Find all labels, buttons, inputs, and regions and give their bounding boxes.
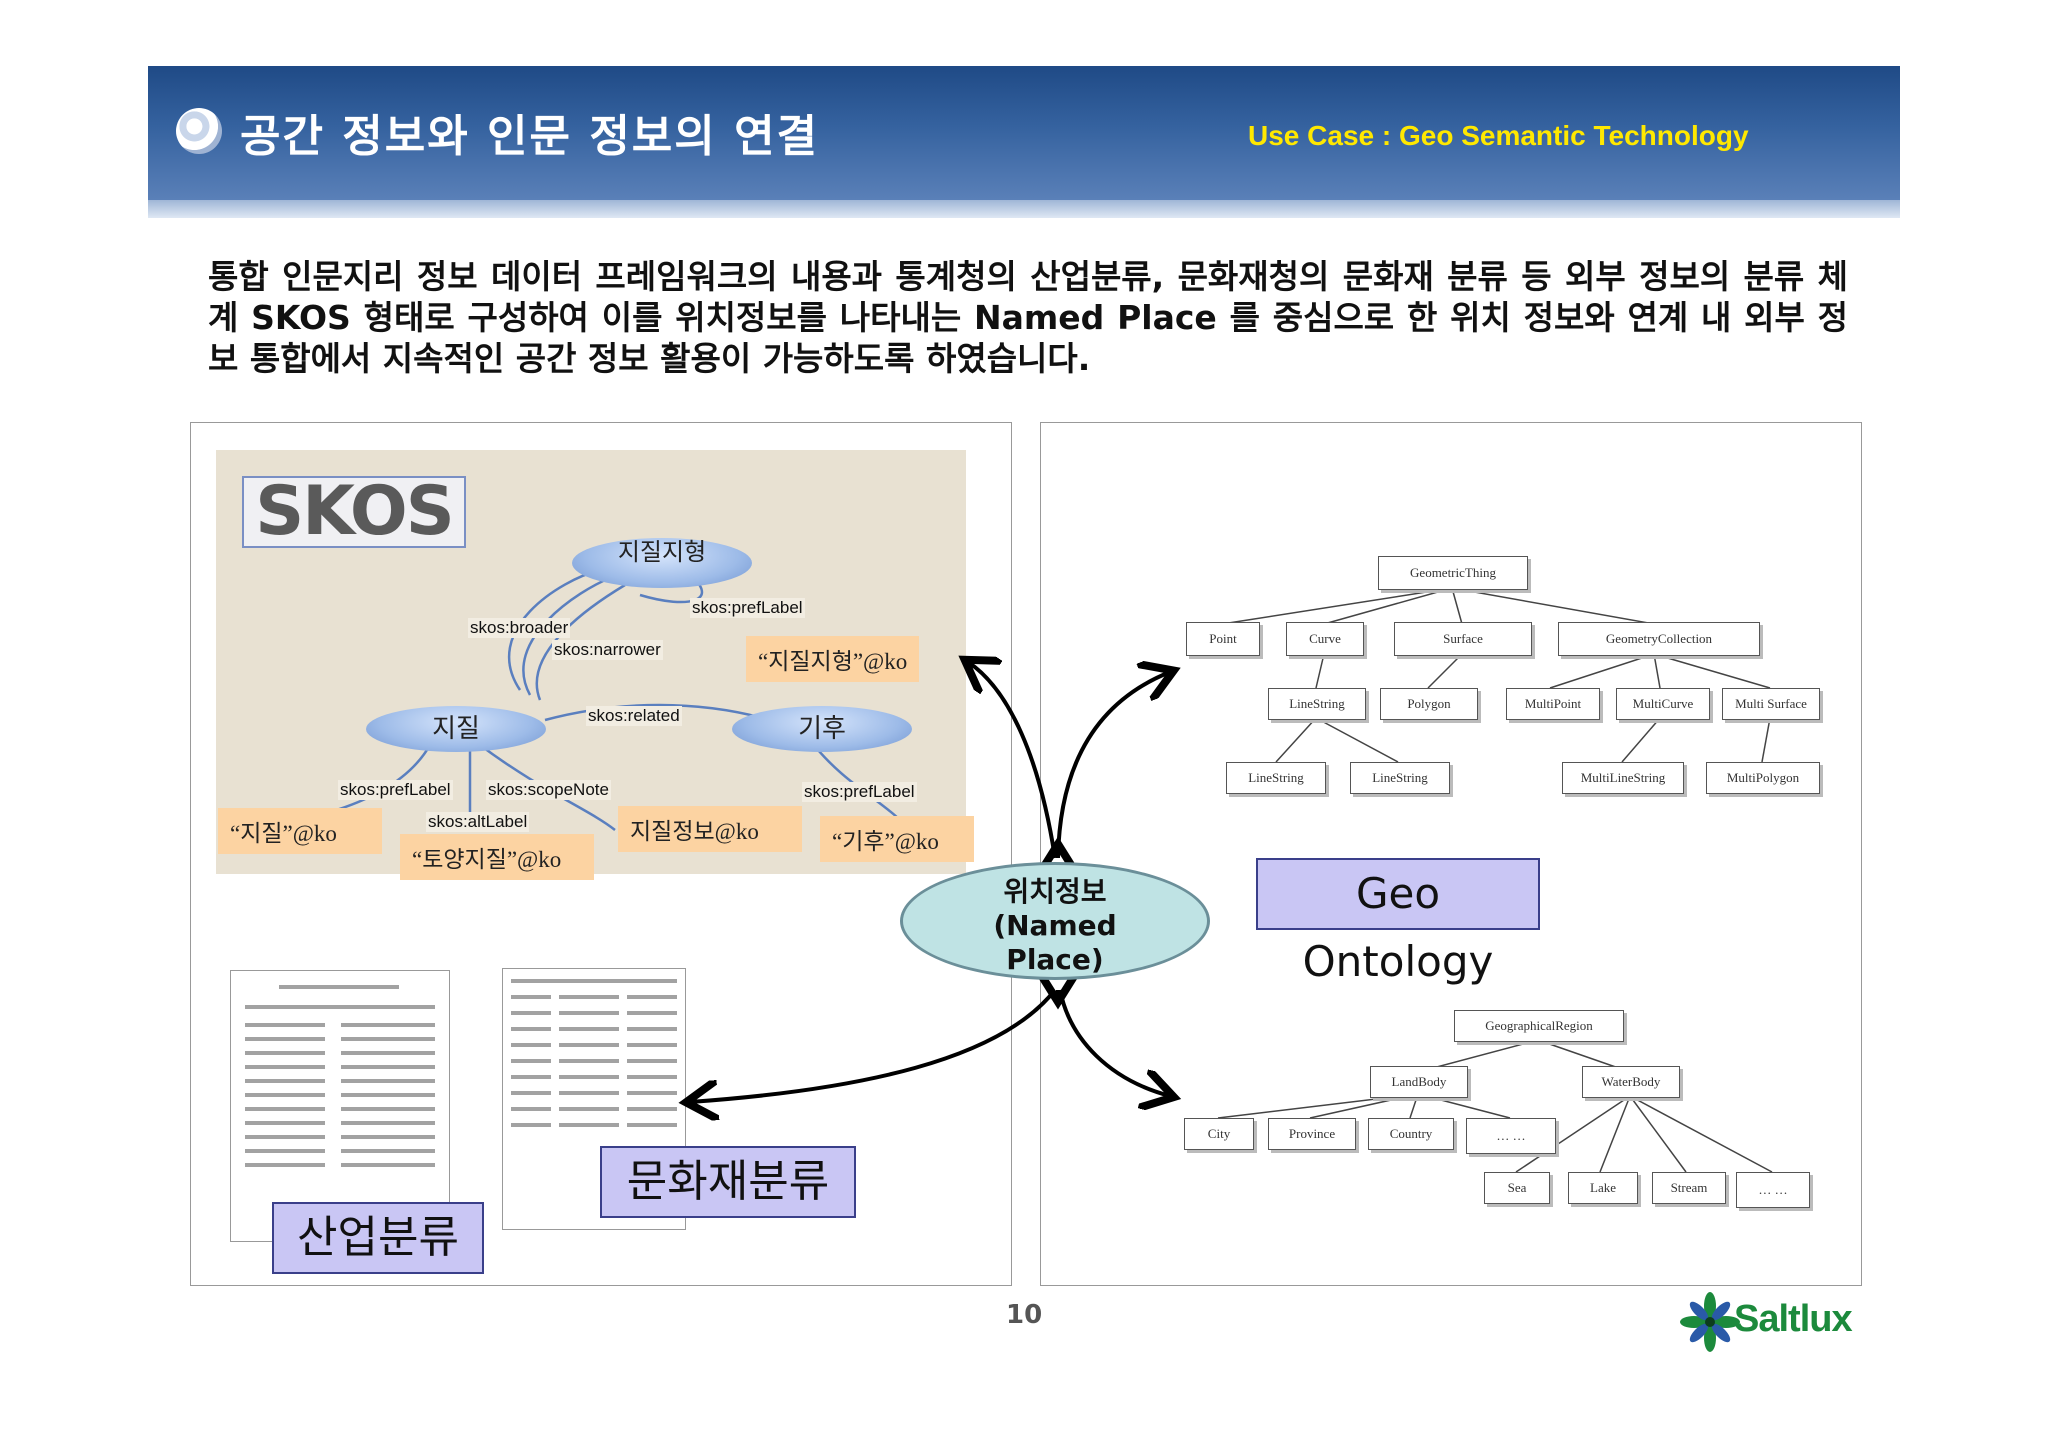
- skos-logo: SKOS: [242, 476, 466, 548]
- node-top: 지질지형: [572, 538, 752, 588]
- tree-node-multicurve: MultiCurve: [1616, 688, 1710, 720]
- node-right: 기후: [732, 706, 912, 752]
- brand-name: Saltlux: [1734, 1298, 1853, 1340]
- tree-node-linestring-a: LineString: [1226, 762, 1326, 794]
- tree-node-country: Country: [1368, 1118, 1454, 1150]
- label-alt: skos:altLabel: [426, 812, 530, 832]
- heritage-classification-label: 문화재분류: [600, 1146, 856, 1218]
- header-underline: [148, 200, 1900, 218]
- page-title: 공간 정보와 인문 정보의 연결: [240, 111, 820, 162]
- label-pref-right: skos:prefLabel: [802, 782, 917, 802]
- use-case-label: Use Case : Geo Semantic Technology: [1248, 120, 1749, 151]
- tree-node-geometricthing: GeometricThing: [1378, 556, 1528, 590]
- label-related: skos:related: [586, 706, 682, 726]
- tree-node-land-more: … …: [1466, 1118, 1556, 1154]
- named-place-line1: 위치정보: [1003, 875, 1107, 908]
- literal-top: “지질지형”@ko: [746, 636, 920, 682]
- tree-node-city: City: [1184, 1118, 1254, 1150]
- tree-node-point: Point: [1186, 622, 1260, 656]
- named-place-line2: (Named: [993, 909, 1117, 942]
- tree-node-stream: Stream: [1652, 1172, 1726, 1204]
- tree-node-sea: Sea: [1484, 1172, 1550, 1204]
- tree-node-waterbody: WaterBody: [1582, 1066, 1680, 1098]
- tree-node-surface: Surface: [1394, 622, 1532, 656]
- arrow-to-skos: [968, 662, 1057, 859]
- label-pref-left: skos:prefLabel: [338, 780, 453, 800]
- geo-ontology-label: Geo Ontology: [1256, 858, 1540, 986]
- tree-node-polygon: Polygon: [1380, 688, 1478, 720]
- tree-node-geographicalregion: GeographicalRegion: [1454, 1010, 1624, 1042]
- node-left: 지질: [366, 706, 546, 752]
- tree-node-multipolygon: MultiPolygon: [1706, 762, 1820, 794]
- tree-node-water-more: … …: [1736, 1172, 1810, 1208]
- arrow-to-geo-ontology: [1056, 672, 1170, 859]
- literal-alt: “토양지질”@ko: [400, 834, 594, 880]
- named-place-line3: Place): [1006, 943, 1104, 976]
- label-pref-top: skos:prefLabel: [690, 598, 805, 618]
- tree-node-lake: Lake: [1568, 1172, 1638, 1204]
- label-narrower: skos:narrower: [552, 640, 663, 660]
- named-place-node: 위치정보 (Named Place): [900, 862, 1210, 980]
- literal-right: “기후”@ko: [820, 816, 974, 862]
- tree-node-linestring-b: LineString: [1350, 762, 1450, 794]
- tree-node-curve: Curve: [1286, 622, 1364, 656]
- header-band: [148, 66, 1900, 200]
- bullet-icon: [176, 108, 222, 154]
- tree-node-multilinestring: MultiLineString: [1562, 762, 1684, 794]
- tree-node-province: Province: [1268, 1118, 1356, 1150]
- page-number: 10: [1006, 1300, 1043, 1330]
- arrow-to-heritage: [690, 988, 1057, 1102]
- description-text: 통합 인문지리 정보 데이터 프레임워크의 내용과 통계청의 산업분류, 문화재…: [208, 257, 1848, 378]
- tree-node-linestring: LineString: [1268, 688, 1366, 720]
- tree-node-landbody: LandBody: [1370, 1066, 1468, 1098]
- industry-classification-label: 산업분류: [272, 1202, 484, 1274]
- tree-node-geometrycollection: GeometryCollection: [1558, 622, 1760, 656]
- label-broader: skos:broader: [468, 618, 571, 638]
- tree-node-multipoint: MultiPoint: [1506, 688, 1600, 720]
- label-scope: skos:scopeNote: [486, 780, 611, 800]
- tree-node-multisurface: Multi Surface: [1722, 688, 1820, 720]
- edge-related: [544, 703, 771, 722]
- literal-left: “지질”@ko: [218, 808, 382, 854]
- industry-document-thumbnail: [230, 970, 450, 1242]
- literal-scope: 지질정보@ko: [618, 806, 802, 852]
